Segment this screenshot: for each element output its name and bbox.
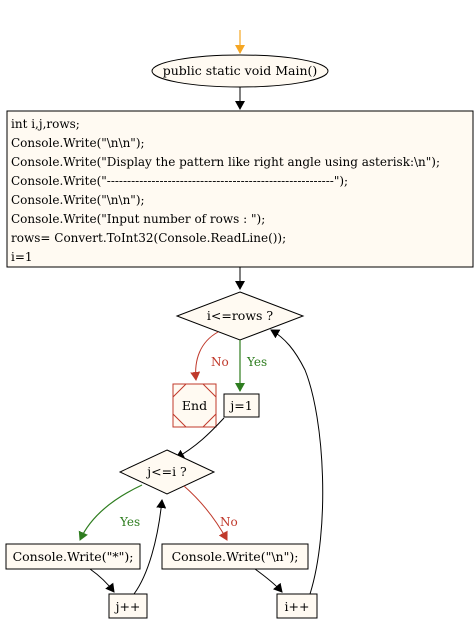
inc-i-node: i++ (276, 593, 318, 619)
init-block: int i,j,rows; Console.Write("\n\n"); Con… (6, 110, 474, 268)
print-newline-node: Console.Write("\n"); (161, 543, 309, 570)
init-line: rows= Convert.ToInt32(Console.ReadLine()… (11, 231, 286, 245)
edge-incj-inner (133, 499, 167, 595)
init-line: Console.Write("Display the pattern like … (11, 155, 440, 169)
start-node: public static void Main() (151, 54, 329, 88)
inner-condition-label: j<=i ? (145, 464, 187, 479)
init-line: Console.Write("\n\n"); (11, 193, 145, 207)
init-line: Console.Write("-------------------------… (11, 174, 348, 188)
edge-setj-inner (175, 417, 225, 459)
edge-star-incj (89, 568, 115, 593)
end-node: End (172, 383, 217, 428)
outer-condition: i<=rows ? (175, 291, 305, 341)
init-line: i=1 (11, 250, 33, 264)
inner-no-label: No (220, 515, 238, 529)
start-label: public static void Main() (163, 63, 318, 78)
edge-newline-inci (254, 568, 283, 593)
print-star-label: Console.Write("*"); (13, 549, 134, 564)
edge-inner-no (183, 485, 228, 541)
inner-yes-label: Yes (119, 515, 140, 529)
inc-i-label: i++ (285, 599, 310, 614)
outer-no-label: No (211, 355, 229, 369)
inner-condition: j<=i ? (118, 449, 216, 495)
print-newline-label: Console.Write("\n"); (172, 549, 299, 564)
edge-inner-yes (78, 484, 143, 541)
edge-inci-outer (270, 329, 324, 595)
edge-outer-no (190, 331, 219, 381)
init-line: Console.Write("Input number of rows : ")… (11, 212, 265, 226)
print-star-node: Console.Write("*"); (5, 543, 141, 570)
inc-j-label: j++ (114, 599, 141, 614)
inc-j-node: j++ (108, 593, 148, 619)
outer-yes-label: Yes (246, 355, 267, 369)
outer-condition-label: i<=rows ? (207, 308, 274, 323)
set-j-label: j=1 (228, 398, 252, 413)
init-line: int i,j,rows; (11, 117, 80, 131)
set-j-node: j=1 (223, 393, 260, 418)
end-label: End (182, 398, 207, 413)
init-line: Console.Write("\n\n"); (11, 136, 145, 150)
